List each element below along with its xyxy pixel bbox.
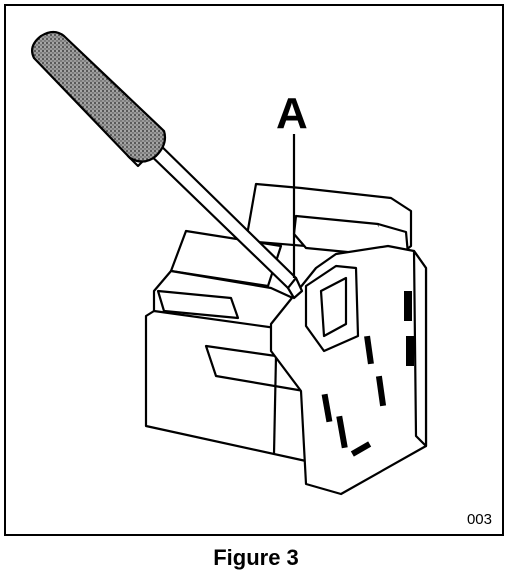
figure-frame: A 003 (4, 4, 504, 536)
figure-caption: Figure 3 (213, 545, 299, 570)
screwdriver (31, 30, 304, 300)
figure-illustration (31, 30, 428, 496)
callout-label: A (276, 89, 308, 138)
screwdriver-handle (31, 30, 167, 163)
terminal-slots (321, 291, 414, 457)
connector-body (144, 182, 428, 496)
image-code: 003 (466, 511, 492, 528)
